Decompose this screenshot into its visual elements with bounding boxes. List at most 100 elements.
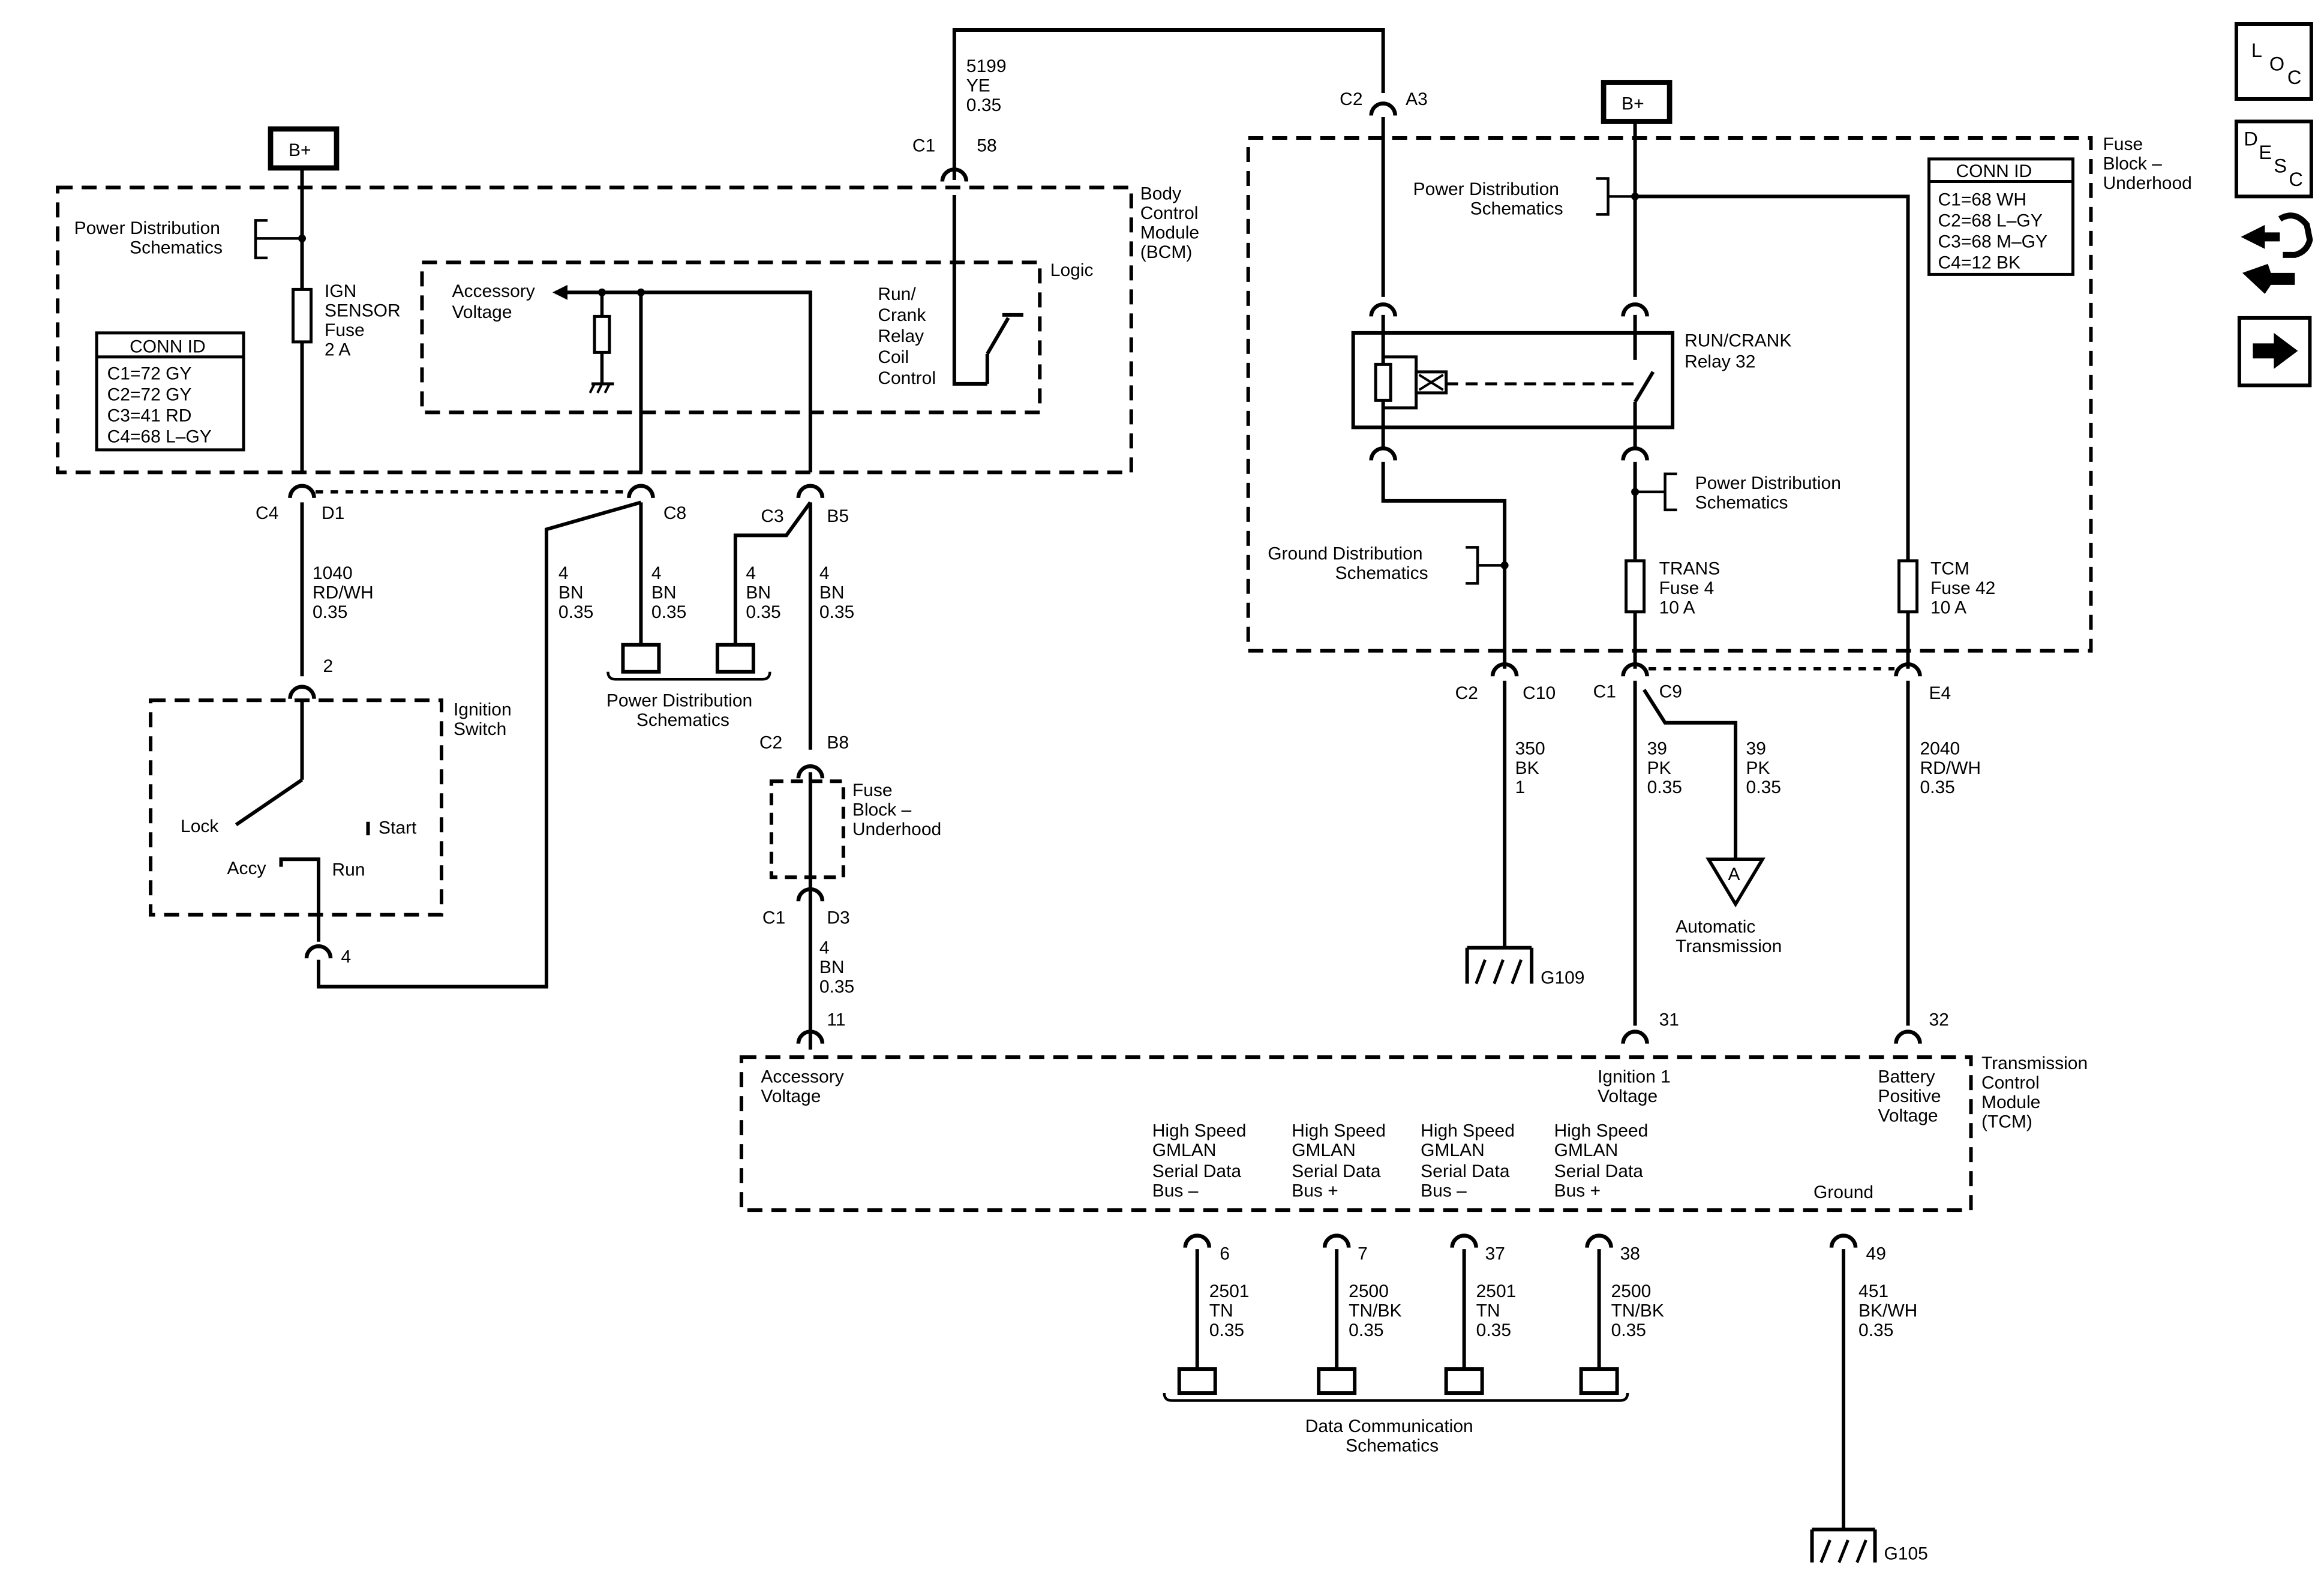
bcm-runcrank-label-5: Control xyxy=(878,368,936,388)
bcm-conn-row-3: C3=41 RD xyxy=(107,406,192,425)
dc-schematics-label-2: Schematics xyxy=(1346,1436,1439,1456)
wire-pin6: 2501 xyxy=(1209,1281,1250,1301)
dc-schematics-label: Data Communication xyxy=(1305,1416,1473,1436)
loc-l: L xyxy=(2251,40,2262,61)
bcm-conn-row-4: C4=68 L–GY xyxy=(107,427,212,446)
auto-trans-label-2: Transmission xyxy=(1676,936,1782,956)
trans-fuse-label-2: Fuse 4 xyxy=(1659,578,1715,598)
tcm-hs3-2: GMLAN xyxy=(1421,1140,1485,1160)
loc-c: C xyxy=(2287,67,2301,88)
bcm-title-3: Module xyxy=(1140,223,1199,242)
ignition-switch: 2 Ignition Switch Lock Start Accy Run 4 xyxy=(149,500,642,989)
wire-2040-2: RD/WH xyxy=(1920,758,1981,778)
wire-39b-2: PK xyxy=(1746,758,1770,778)
fb-small-wire-3: 0.35 xyxy=(819,977,854,997)
arrow-right-icon[interactable] xyxy=(2237,316,2312,388)
tcm-ground-label: Ground xyxy=(1813,1182,1873,1202)
tcm-pin-38: 38 xyxy=(1620,1244,1640,1264)
tcm-pin-11: 11 xyxy=(827,1010,845,1030)
bcm-runcrank-label: Run/ xyxy=(878,284,916,304)
side-icons[interactable]: L O C D E S C xyxy=(2234,22,2313,388)
tcm-hs2-3: Serial Data xyxy=(1292,1161,1381,1181)
wire-pin7-2: TN/BK xyxy=(1349,1301,1401,1321)
wire-pin38-2: TN/BK xyxy=(1611,1301,1664,1321)
arrow-left-icon xyxy=(552,284,568,300)
bcm-relay-driver-switch-icon xyxy=(985,313,1023,384)
fb-bottom-connectors: C2 C10 C1 C9 E4 xyxy=(1455,664,1951,703)
wire-350-3: 1 xyxy=(1515,778,1526,797)
wire-350-2: BK xyxy=(1515,758,1539,778)
tcm-pin-7: 7 xyxy=(1358,1244,1368,1264)
wire-39a: 39 xyxy=(1647,739,1667,758)
fb-small-c1: C1 xyxy=(762,908,785,928)
loc-o: O xyxy=(2269,53,2284,74)
tcm-bat-label: Battery xyxy=(1878,1067,1935,1087)
tcm-acc-label-2: Voltage xyxy=(761,1086,821,1106)
ign-fuse-label-2: SENSOR xyxy=(325,301,401,320)
tcm-hs4-3: Serial Data xyxy=(1554,1161,1644,1181)
fb-small-label-2: Block – xyxy=(852,800,912,820)
tcm-fuse-label: TCM xyxy=(1930,559,1969,578)
chassis-ground-icon xyxy=(588,382,614,394)
wire-4bn-b-3: 0.35 xyxy=(651,602,686,622)
bcm-c3-label: C3 xyxy=(761,506,783,526)
fb-right-title-2: Block – xyxy=(2103,154,2162,173)
resistor-icon xyxy=(593,314,611,354)
fb-small-d3: D3 xyxy=(827,908,849,928)
wire-pin37-3: 0.35 xyxy=(1476,1320,1511,1340)
wire-pin37-2: TN xyxy=(1476,1301,1500,1321)
wire-39a-2: PK xyxy=(1647,758,1671,778)
desc-s: S xyxy=(2274,155,2287,176)
bcm-pd-label: Power Distribution xyxy=(74,218,220,238)
fb-right-title-3: Underhood xyxy=(2103,173,2191,193)
fuse-c2-label: C2 xyxy=(1340,89,1362,109)
desc-e: E xyxy=(2259,142,2272,163)
desc-icon[interactable]: D E S C xyxy=(2234,119,2313,199)
tcm-hs2-2: GMLAN xyxy=(1292,1140,1356,1160)
wire-4bn-b-2: BN xyxy=(651,583,677,602)
bcm-bplus-box xyxy=(268,126,340,171)
wire-4bn-b: 4 xyxy=(651,563,662,583)
connector-hand-icon[interactable] xyxy=(2241,212,2313,294)
tcm-fuse-label-2: Fuse 42 xyxy=(1930,578,1995,598)
tcm-data-wires: 6 7 37 38 49 2501 TN 0.35 2500 TN/BK 0.3… xyxy=(1163,1236,1928,1564)
tcm-hs4: High Speed xyxy=(1554,1121,1649,1141)
bcm-c1-pin: 58 xyxy=(977,136,996,155)
auto-trans-label: Automatic xyxy=(1676,917,1755,937)
wire-4bn-c-2: BN xyxy=(746,583,771,602)
loc-icon[interactable]: L O C xyxy=(2234,22,2313,101)
tcm-title: Transmission xyxy=(1981,1053,2088,1073)
desc-d: D xyxy=(2244,128,2257,149)
ign-accy-label: Accy xyxy=(227,858,266,878)
wire-4bn-a-3: 0.35 xyxy=(559,602,593,622)
fb-c2-label: C2 xyxy=(1455,683,1478,703)
pd-left-label: Power Distribution xyxy=(606,691,752,710)
tcm-fuse-label-3: 10 A xyxy=(1930,598,1966,617)
fb-small-wire: 4 xyxy=(819,938,830,958)
bcm-acc-voltage-label: Accessory xyxy=(452,281,535,301)
trans-fuse-icon xyxy=(1625,559,1646,614)
fb-gd-label: Ground Distribution xyxy=(1268,544,1422,563)
fb-pd-label: Power Distribution xyxy=(1413,179,1559,199)
bcm-acc-voltage-label-2: Voltage xyxy=(452,302,512,322)
tcm-bat-label-3: Voltage xyxy=(1878,1106,1938,1126)
tcm-fuse-icon xyxy=(1897,559,1919,614)
wire-2040-3: 0.35 xyxy=(1920,778,1955,797)
ground-g109-icon xyxy=(1465,945,1534,984)
fb-small-label: Fuse xyxy=(852,781,893,800)
tcm-acc-label: Accessory xyxy=(761,1067,843,1087)
pd-left-label-2: Schematics xyxy=(636,710,729,730)
wire-1040-label-2: RD/WH xyxy=(313,583,374,602)
run-crank-relay-icon xyxy=(1351,314,1675,450)
fb-small-c2: C2 xyxy=(759,733,782,752)
fb-small-b8: B8 xyxy=(827,733,849,752)
bcm-runcrank-label-3: Relay xyxy=(878,326,924,346)
fuse-c2-pin: A3 xyxy=(1406,89,1428,109)
offpage-triangle-icon xyxy=(1706,857,1765,908)
bcm-conn-id-table: CONN ID C1=72 GY C2=72 GY C3=41 RD C4=68… xyxy=(95,331,245,452)
bcm-c8-pin: C8 xyxy=(663,503,686,523)
tcm-hs1-2: GMLAN xyxy=(1152,1140,1217,1160)
wire-pin49-3: 0.35 xyxy=(1858,1320,1893,1340)
wire-4bn-d-2: BN xyxy=(819,583,845,602)
